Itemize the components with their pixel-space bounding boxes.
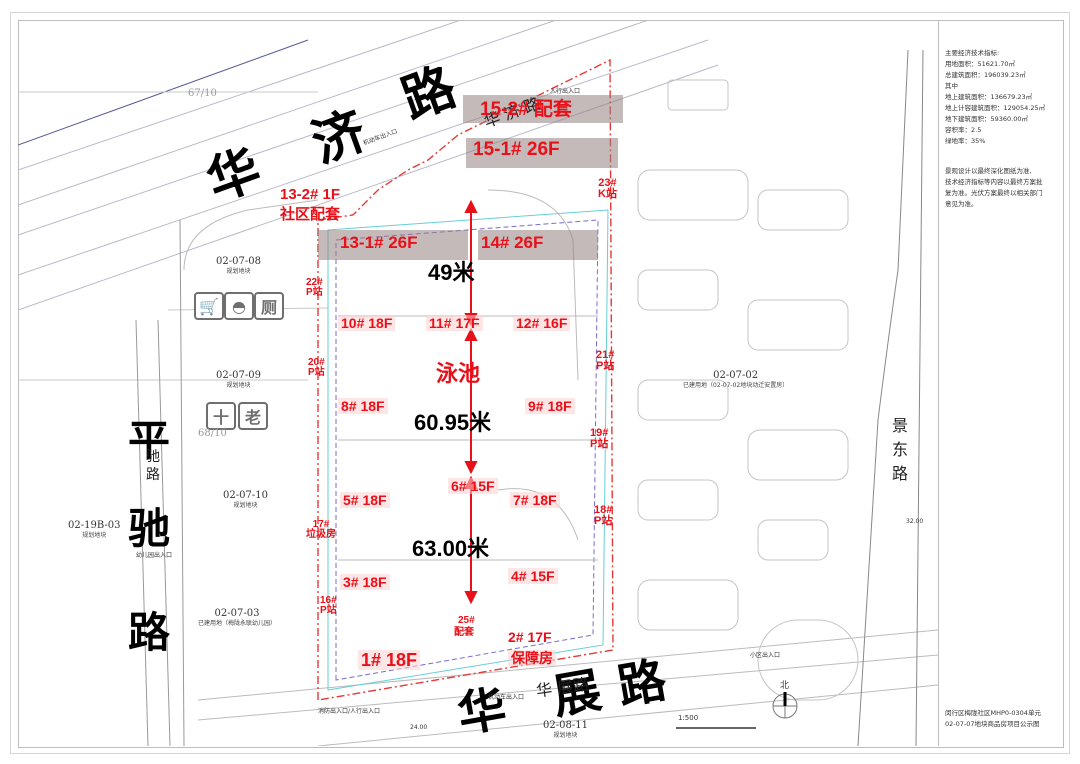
road-label-jingdong-1: 景 xyxy=(892,416,909,435)
building-label-6: 6# 15F xyxy=(448,478,498,494)
station-20: 20#P站 xyxy=(308,357,325,378)
entrance-north-pedestrian: 人行出入口 xyxy=(550,88,581,95)
building-label-15-2: 15-2# 配套 xyxy=(480,99,572,120)
indicators-panel: 主要经济技术指标: 用地面积：51621.70㎡ 总建筑面积：196039.23… xyxy=(938,20,1063,746)
building-label-11: 11# 17F xyxy=(426,315,483,331)
building-label-2-sub: 保障房 xyxy=(508,650,556,666)
indicator-item: 其中 xyxy=(945,82,958,90)
building-footprint-15-2 xyxy=(463,95,623,123)
indicator-item: 总建筑面积：196039.23㎡ xyxy=(945,71,1026,79)
indicator-item: 绿地率：35% xyxy=(945,137,986,145)
station-21: 21#P站 xyxy=(596,349,615,372)
elderly-icon: 老 xyxy=(238,402,268,430)
building-label-10: 10# 18F xyxy=(338,315,396,331)
drawing-sheet xyxy=(10,12,1070,754)
medical-cross-icon: 十 xyxy=(206,402,236,430)
indicator-item: 容积率：2.5 xyxy=(945,126,982,134)
building-label-8: 8# 18F xyxy=(338,398,388,414)
indicator-item: 地下建筑面积：59360.00㎡ xyxy=(945,115,1029,123)
road-label-pingchi-2: 驰 xyxy=(128,504,171,553)
note-line: 复为准。光伏方案最终以相关部门 xyxy=(945,189,1043,197)
building-label-4: 4# 15F xyxy=(508,568,558,584)
building-footprint-15-1 xyxy=(466,138,618,168)
note-line: 技术经济指标等内容以最终方案批 xyxy=(945,178,1043,186)
shopping-cart-icon: 🛒 xyxy=(194,292,224,320)
building-footprint-14 xyxy=(478,230,598,260)
site-plan: 华 济 路 华 济 路 华 展 路 华 展路 平 驰 路 驰 路 景 东 路 1… xyxy=(18,20,938,746)
distance-label-63m: 63.00米 xyxy=(412,536,490,561)
distance-label-60-95m: 60.95米 xyxy=(414,410,492,435)
road-width-east: 32.00 xyxy=(906,518,924,525)
entrance-south-small: 小区出入口 xyxy=(750,652,781,659)
station-23: 23#K站 xyxy=(598,177,617,200)
road-label-pingchi-3: 路 xyxy=(128,608,171,657)
grid-ref-67-10: 67/10 xyxy=(188,88,217,99)
building-footprint-13-1 xyxy=(318,230,468,260)
building-label-25: 25# xyxy=(458,615,475,626)
indicator-item: 用地面积：51621.70㎡ xyxy=(945,60,1016,68)
entrance-kindergarten: 幼儿园出入口 xyxy=(136,552,173,559)
indicator-item: 地上计容建筑面积：129054.25㎡ xyxy=(945,104,1046,112)
building-label-3: 3# 18F xyxy=(340,574,390,590)
dome-icon: ◓ xyxy=(224,292,254,320)
road-label-jingdong-2: 东 xyxy=(892,440,909,459)
grid-ref-68-10: 68/10 xyxy=(198,428,227,439)
building-label-9: 9# 18F xyxy=(525,398,575,414)
road-width-south: 24.00 xyxy=(410,724,428,731)
note-line: 景观设计以最终深化图纸为准, xyxy=(945,167,1032,175)
station-16: 16#P站 xyxy=(320,595,337,616)
road-label-pingchi-1: 平 xyxy=(128,416,171,465)
building-label-25-sub: 配套 xyxy=(454,627,474,638)
title-block-line-2: 02-07-07地块商品房项目公示图 xyxy=(945,720,1040,728)
entrance-south-vehicle: 机动车出入口 xyxy=(488,694,525,701)
north-arrow xyxy=(772,692,798,719)
north-label: 北 xyxy=(780,681,790,691)
station-18: 18#P站 xyxy=(594,504,613,527)
road-label-huazhan-3: 路 xyxy=(613,652,671,716)
indicators-heading: 主要经济技术指标: xyxy=(945,49,1000,57)
building-label-1: 1# 18F xyxy=(358,650,421,670)
building-label-7: 7# 18F xyxy=(510,492,560,508)
building-label-2: 2# 17F xyxy=(508,629,552,645)
building-label-14: 14# 26F xyxy=(481,233,544,252)
building-label-13-2-sub: 社区配套 xyxy=(280,206,341,223)
building-label-13-1: 13-1# 26F xyxy=(340,233,418,252)
station-19: 19#P站 xyxy=(590,427,609,450)
station-22: 22#P站 xyxy=(306,277,323,298)
building-label-5: 5# 18F xyxy=(340,492,390,508)
note-line: 意见为准。 xyxy=(945,200,978,208)
building-label-15-1: 15-1# 26F xyxy=(473,139,560,160)
drawing-frame xyxy=(18,20,1064,748)
station-17: 17#垃圾房 xyxy=(306,519,336,540)
building-label-13-2: 13-2# 1F xyxy=(280,186,341,203)
building-label-12: 12# 16F xyxy=(513,315,571,331)
road-label-jingdong-3: 路 xyxy=(892,464,909,483)
scale-ratio: 1:500 xyxy=(678,714,699,722)
pool-label: 泳池 xyxy=(436,361,481,386)
indicator-item: 地上建筑面积：136679.23㎡ xyxy=(945,93,1033,101)
road-label-pingchi-small-1: 驰 xyxy=(146,449,160,465)
entrance-south-fire: 消防出入口/人行出入口 xyxy=(318,708,381,715)
title-block-line-1: 闵行区梅陇社区MHP0-0304单元 xyxy=(945,709,1041,717)
road-label-pingchi-small-2: 路 xyxy=(146,467,160,483)
distance-label-49m: 49米 xyxy=(428,260,475,285)
toilet-icon: 厕 xyxy=(254,292,284,320)
